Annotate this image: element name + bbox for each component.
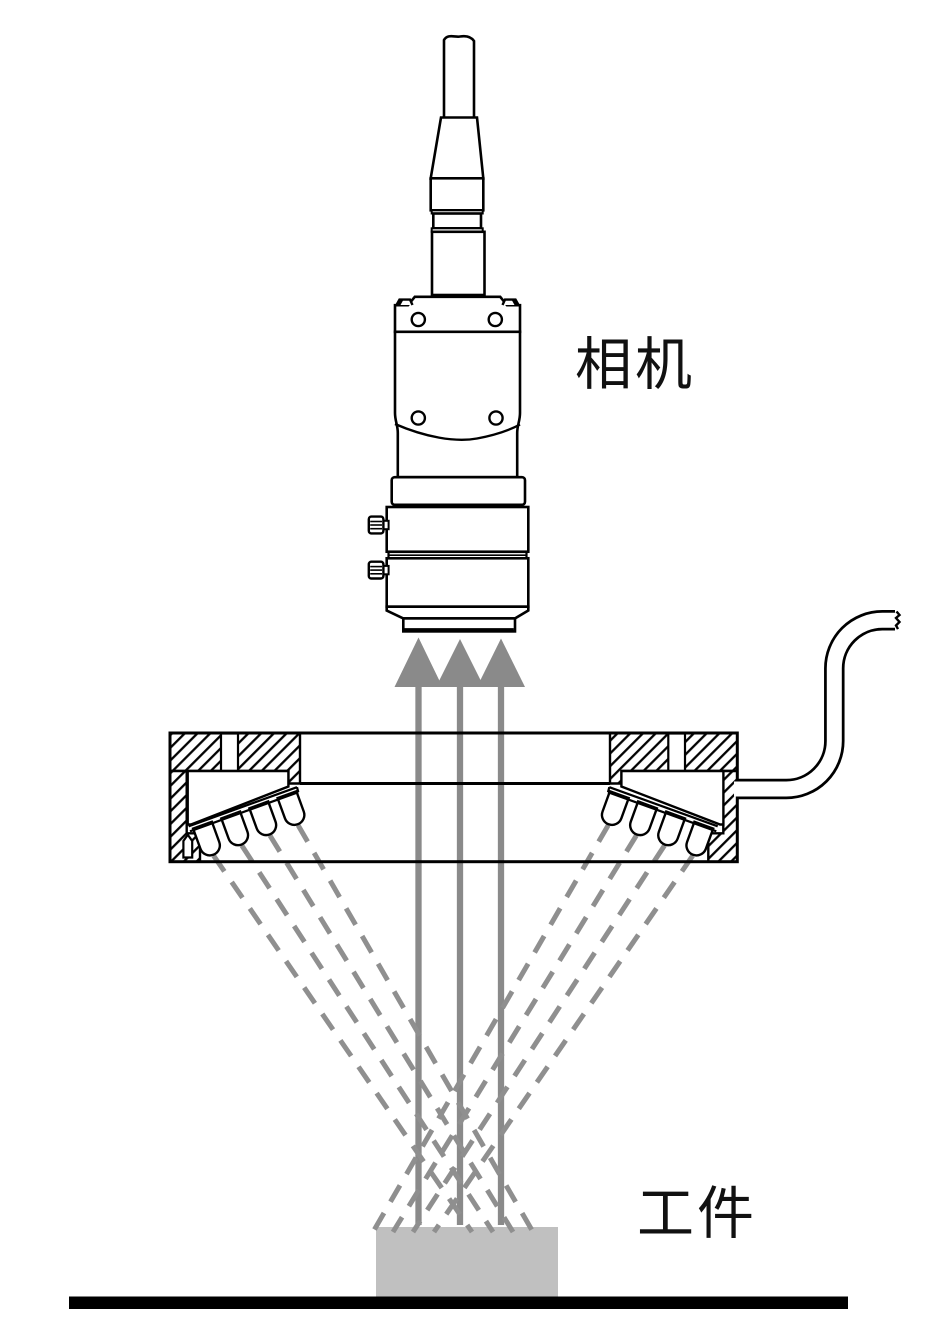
thumbscrew [367, 515, 390, 535]
reflected-light-arrows [394, 637, 525, 1225]
up-arrow-icon [477, 638, 525, 687]
ring-light-housing [168, 610, 902, 864]
camera-cable [442, 34, 476, 121]
mount-slot [219, 732, 240, 773]
up-arrow-icon [394, 637, 443, 687]
led-module-left [186, 769, 290, 826]
illumination-rays [211, 823, 695, 1234]
screw-icon [410, 410, 427, 426]
camera-label: 相机 [575, 333, 695, 397]
led-strip-left [188, 786, 300, 833]
corner-tab [511, 299, 519, 305]
screw-icon [410, 311, 427, 328]
workpiece [376, 1227, 558, 1297]
thumbscrew [367, 560, 390, 580]
ring-light-power-cable [734, 610, 902, 800]
camera-assembly [367, 34, 530, 633]
up-arrow-icon [436, 639, 484, 687]
screw-icon [487, 311, 504, 328]
cable-connector [429, 116, 486, 299]
mount-slot [667, 732, 687, 773]
led-module-right [620, 769, 725, 826]
corner-tab [396, 299, 404, 305]
lens-assembly [367, 475, 530, 633]
led-strip-right [606, 786, 719, 833]
screw-icon [488, 410, 504, 426]
workpiece-label: 工件 [637, 1182, 757, 1246]
mount-slot [182, 832, 194, 859]
camera-body [393, 295, 522, 479]
ground-line [69, 1296, 848, 1309]
